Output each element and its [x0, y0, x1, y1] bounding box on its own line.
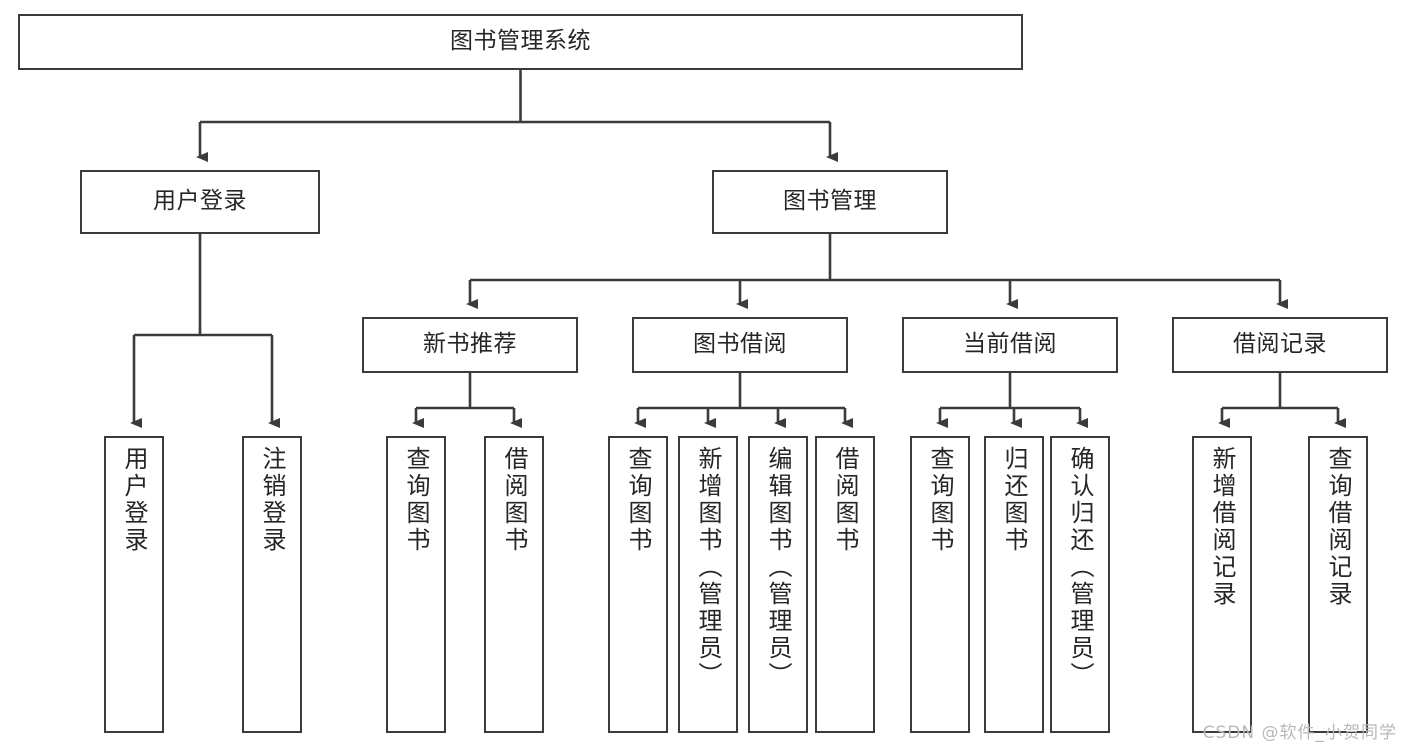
leaf-query-book-borrow-label: 查询图书 — [624, 446, 652, 554]
leaf-add-borrow-record[interactable]: 新增借阅记录 — [1192, 436, 1252, 733]
node-user-login-label: 用户登录 — [153, 188, 247, 215]
node-book-borrow-label: 图书借阅 — [693, 331, 787, 358]
node-current-borrow-label: 当前借阅 — [963, 331, 1057, 358]
leaf-query-borrow-record[interactable]: 查询借阅记录 — [1308, 436, 1368, 733]
node-current-borrow[interactable]: 当前借阅 — [902, 317, 1118, 373]
leaf-edit-book-admin-label: 编辑图书（管理员） — [764, 446, 792, 689]
leaf-edit-book-admin[interactable]: 编辑图书（管理员） — [748, 436, 808, 733]
node-book-borrow[interactable]: 图书借阅 — [632, 317, 848, 373]
leaf-query-borrow-record-label: 查询借阅记录 — [1324, 446, 1352, 608]
leaf-confirm-return-admin-label: 确认归还（管理员） — [1066, 446, 1094, 689]
leaf-query-book-current-label: 查询图书 — [926, 446, 954, 554]
leaf-add-book-admin[interactable]: 新增图书（管理员） — [678, 436, 738, 733]
leaf-user-login-label: 用户登录 — [120, 446, 148, 554]
node-book-management[interactable]: 图书管理 — [712, 170, 948, 234]
leaf-user-login[interactable]: 用户登录 — [104, 436, 164, 733]
node-root[interactable]: 图书管理系统 — [18, 14, 1023, 70]
node-user-login[interactable]: 用户登录 — [80, 170, 320, 234]
leaf-borrow-book-recommend-label: 借阅图书 — [500, 446, 528, 554]
leaf-query-book-recommend[interactable]: 查询图书 — [386, 436, 446, 733]
leaf-borrow-book-borrow-label: 借阅图书 — [831, 446, 859, 554]
leaf-query-book-recommend-label: 查询图书 — [402, 446, 430, 554]
leaf-user-logout[interactable]: 注销登录 — [242, 436, 302, 733]
leaf-user-logout-label: 注销登录 — [258, 446, 286, 554]
leaf-return-book[interactable]: 归还图书 — [984, 436, 1044, 733]
connector-group — [130, 70, 1346, 428]
leaf-borrow-book-borrow[interactable]: 借阅图书 — [815, 436, 875, 733]
leaf-add-borrow-record-label: 新增借阅记录 — [1208, 446, 1236, 608]
node-borrow-record-label: 借阅记录 — [1233, 331, 1327, 358]
leaf-borrow-book-recommend[interactable]: 借阅图书 — [484, 436, 544, 733]
node-new-book-recommend-label: 新书推荐 — [423, 331, 517, 358]
node-root-label: 图书管理系统 — [450, 28, 591, 55]
leaf-return-book-label: 归还图书 — [1000, 446, 1028, 554]
leaf-query-book-borrow[interactable]: 查询图书 — [608, 436, 668, 733]
leaf-confirm-return-admin[interactable]: 确认归还（管理员） — [1050, 436, 1110, 733]
leaf-query-book-current[interactable]: 查询图书 — [910, 436, 970, 733]
node-new-book-recommend[interactable]: 新书推荐 — [362, 317, 578, 373]
node-borrow-record[interactable]: 借阅记录 — [1172, 317, 1388, 373]
leaf-add-book-admin-label: 新增图书（管理员） — [694, 446, 722, 689]
node-book-management-label: 图书管理 — [783, 188, 877, 215]
